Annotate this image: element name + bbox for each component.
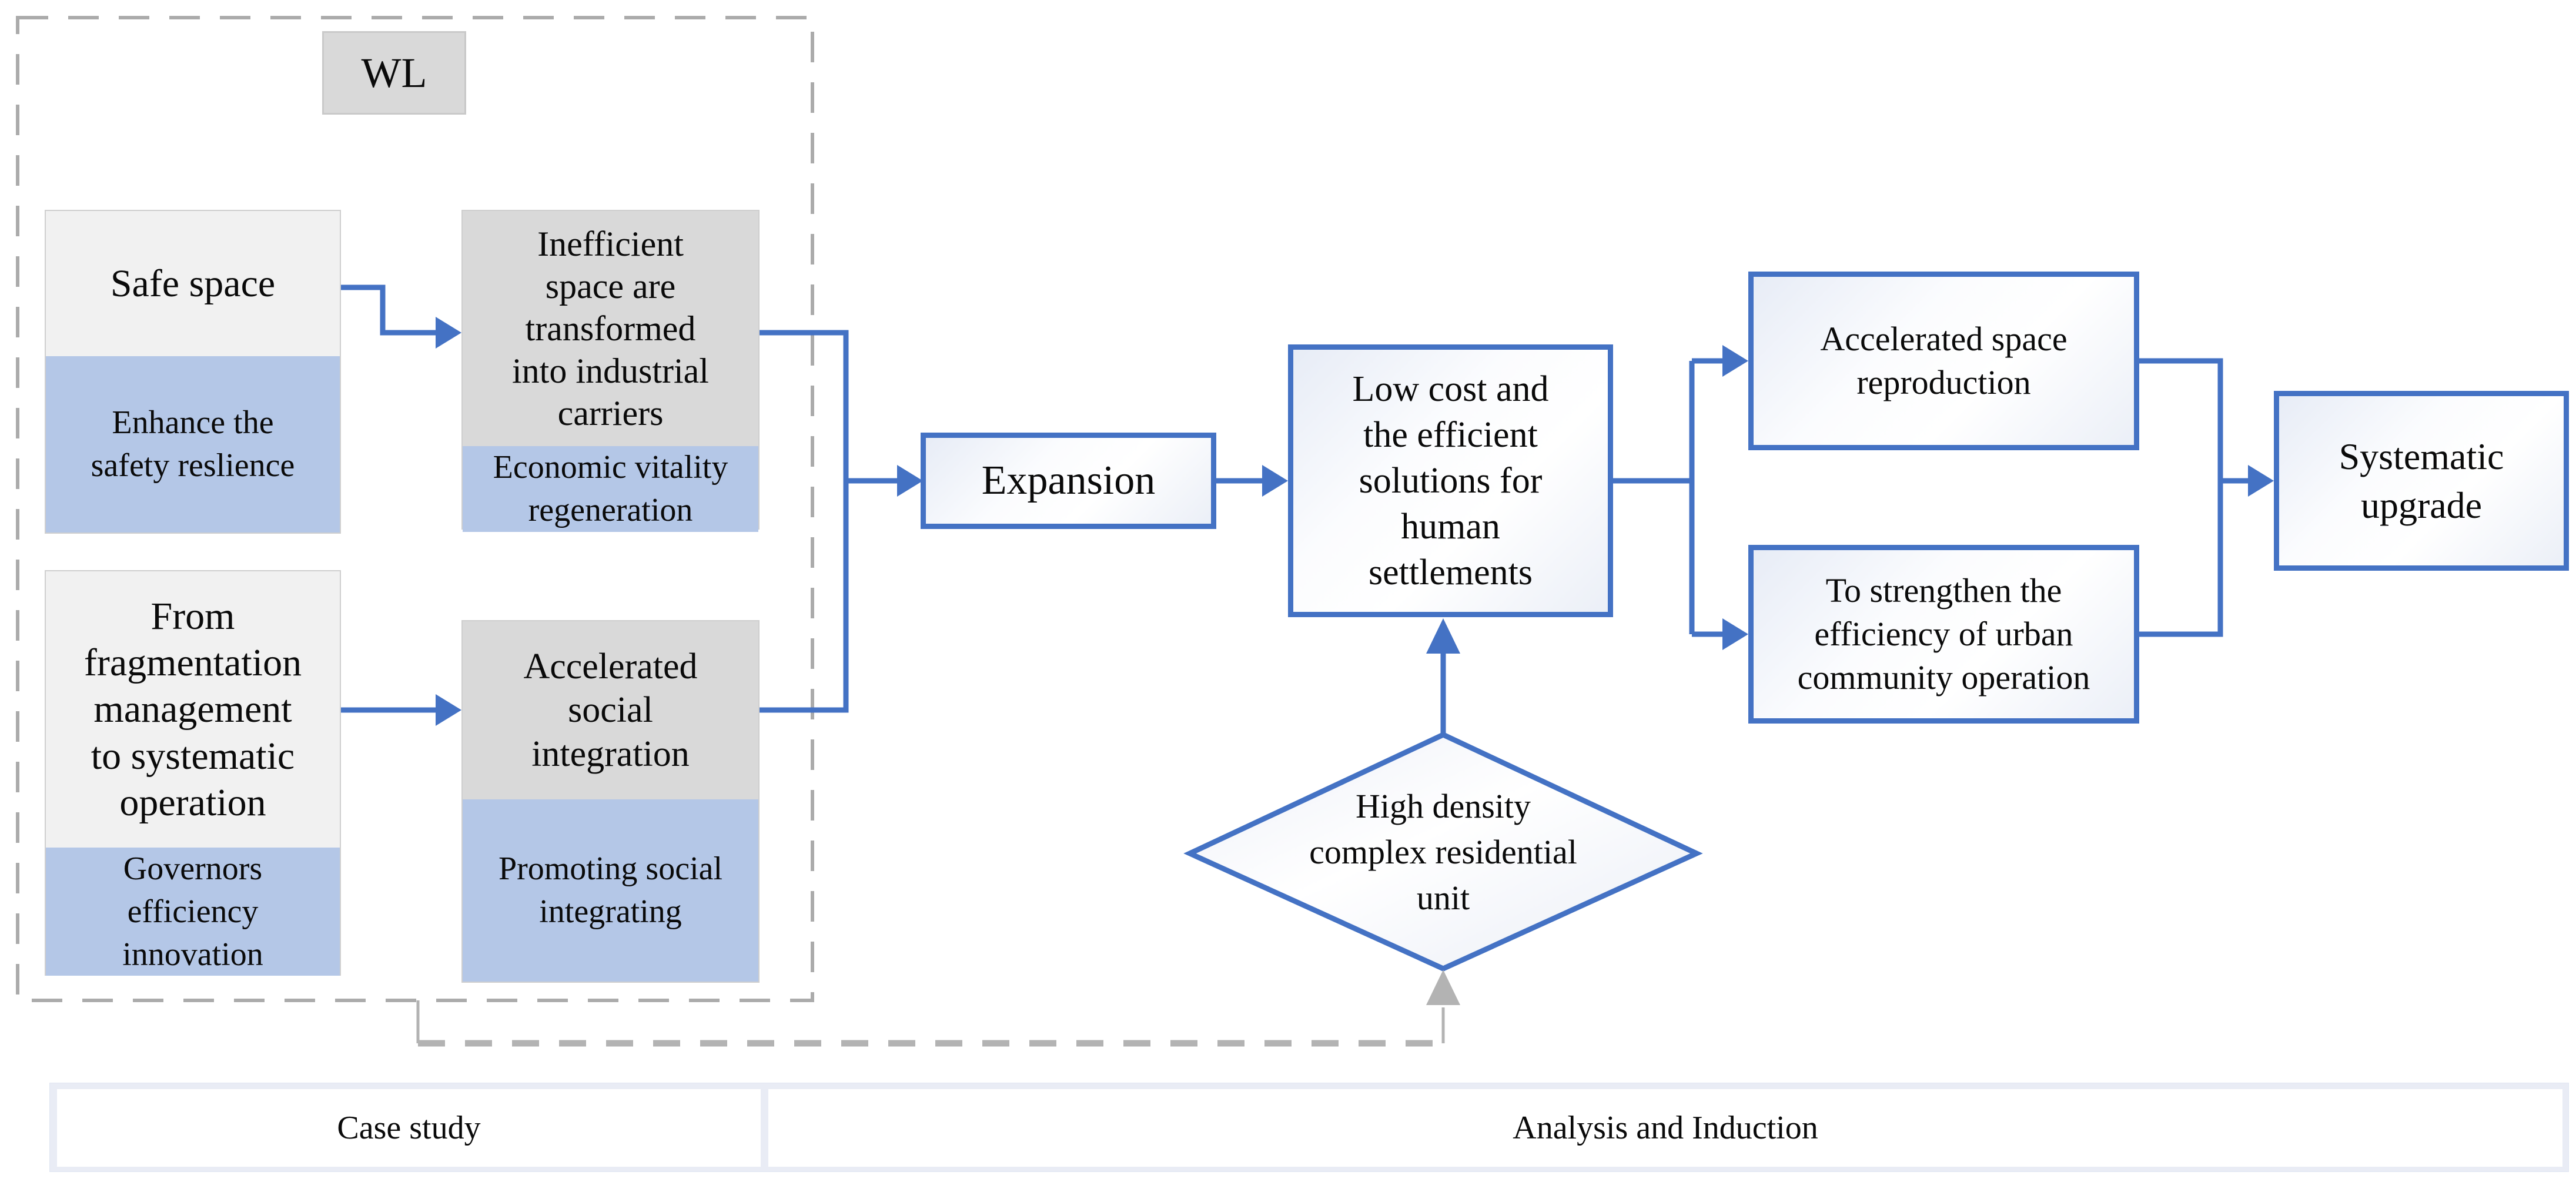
- social-subtitle: Promoting social integrating: [498, 850, 723, 930]
- arrowhead-into-lowcost: [1262, 465, 1288, 497]
- safe-space-title: Safe space: [110, 262, 276, 305]
- node-systematic-upgrade: Systematic upgrade: [2274, 391, 2569, 571]
- fragmentation-subtitle-section: Governors efficiency innovation: [46, 848, 340, 976]
- arrow-safe-to-inefficient: [340, 284, 437, 336]
- connector-right-merge: [2138, 358, 2249, 637]
- node-social-integration: Accelerated social integration Promoting…: [461, 620, 760, 983]
- analysis-induction-label: Analysis and Induction: [1513, 1110, 1818, 1146]
- arrowhead-into-social: [436, 694, 461, 726]
- node-space-reproduction: Accelerated space reproduction: [1748, 272, 2139, 450]
- safe-space-subtitle-section: Enhance the safety reslience: [46, 356, 340, 533]
- low-cost-label: Low cost and the efficient solutions for…: [1352, 369, 1549, 593]
- fragmentation-title-section: From fragmentation management to systema…: [46, 571, 340, 848]
- inefficient-title: Inefficient space are transformed into i…: [512, 225, 709, 433]
- node-expansion: Expansion: [921, 433, 1216, 529]
- arrowhead-into-community-operation: [1722, 618, 1748, 650]
- arrowhead-into-inefficient: [436, 317, 461, 349]
- inefficient-subtitle: Economic vitality regeneration: [493, 449, 728, 528]
- node-safe-space: Safe space Enhance the safety reslience: [45, 210, 341, 534]
- wl-label: WL: [361, 49, 427, 96]
- social-title: Accelerated social integration: [523, 646, 698, 774]
- phase-analysis-induction: Analysis and Induction: [768, 1089, 2562, 1167]
- social-subtitle-section: Promoting social integrating: [463, 799, 758, 982]
- diamond-shape: [1183, 732, 1703, 972]
- fragmentation-title: From fragmentation management to systema…: [83, 595, 302, 824]
- inefficient-subtitle-section: Economic vitality regeneration: [463, 446, 758, 532]
- expansion-label: Expansion: [981, 458, 1156, 503]
- fragmentation-subtitle: Governors efficiency innovation: [122, 850, 263, 973]
- connector-left-merge: [758, 330, 849, 713]
- systematic-upgrade-label: Systematic upgrade: [2339, 435, 2504, 526]
- wl-group-dashed-border: [16, 16, 814, 1002]
- case-study-label: Case study: [337, 1110, 481, 1146]
- arrowhead-into-expansion: [897, 465, 923, 497]
- gray-arrowhead-into-diamond: [1426, 970, 1460, 1005]
- node-community-operation: To strengthen the efficiency of urban co…: [1748, 545, 2139, 724]
- residential-unit-label: High density complex residential unit: [1309, 786, 1577, 918]
- safe-space-title-section: Safe space: [46, 211, 340, 356]
- safe-space-subtitle: Enhance the safety reslience: [91, 404, 295, 484]
- wl-tag: WL: [322, 31, 466, 115]
- arrowhead-into-systematic: [2248, 465, 2274, 497]
- inefficient-title-section: Inefficient space are transformed into i…: [463, 211, 758, 446]
- space-reproduction-label: Accelerated space reproduction: [1820, 319, 2068, 401]
- node-fragmentation: From fragmentation management to systema…: [45, 570, 341, 976]
- node-residential-unit: High density complex residential unit: [1249, 773, 1637, 932]
- phase-bar: Case study Analysis and Induction: [49, 1083, 2569, 1172]
- node-low-cost: Low cost and the efficient solutions for…: [1288, 344, 1613, 617]
- arrowhead-into-space-reproduction: [1722, 345, 1748, 377]
- node-inefficient-space: Inefficient space are transformed into i…: [461, 210, 760, 532]
- community-operation-label: To strengthen the efficiency of urban co…: [1797, 571, 2090, 697]
- arrowhead-into-lowcost-bottom: [1426, 618, 1460, 654]
- connector-lowcost-split: [1612, 358, 1724, 637]
- social-title-section: Accelerated social integration: [463, 621, 758, 799]
- phase-case-study: Case study: [57, 1089, 761, 1167]
